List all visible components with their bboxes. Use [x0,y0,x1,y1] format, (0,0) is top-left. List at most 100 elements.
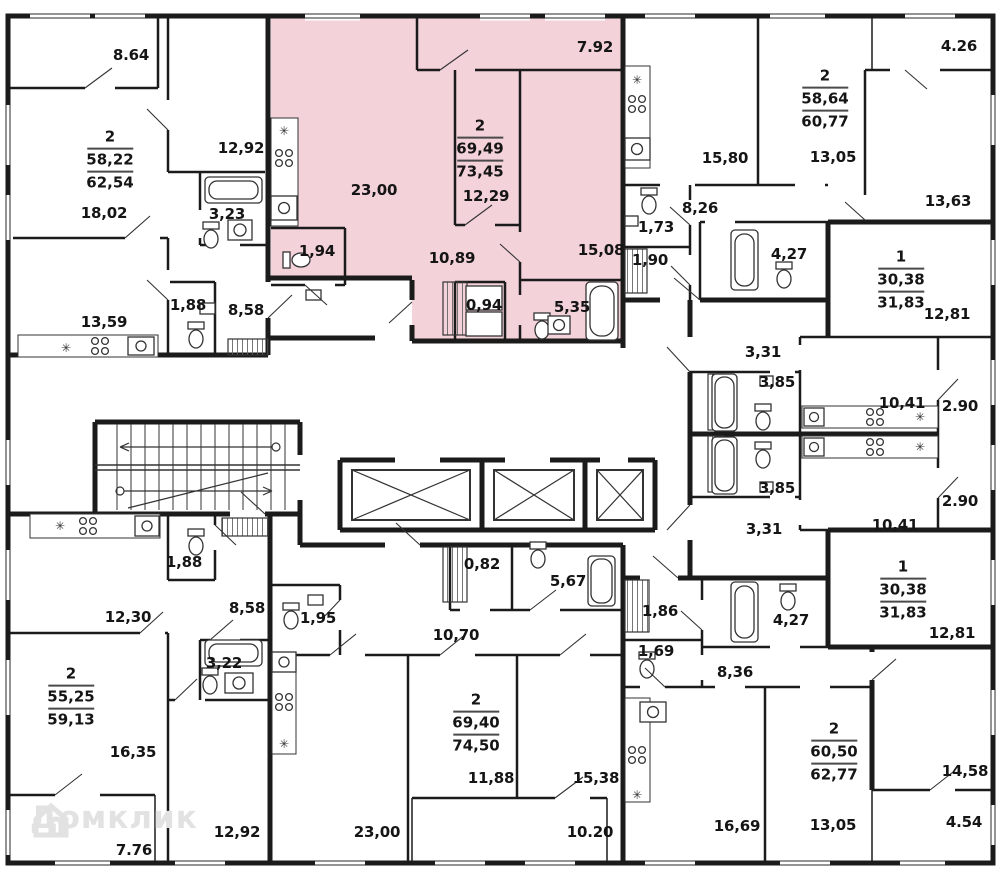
room-area-label: 8,36 [716,663,754,681]
room-area-label: 12,92 [213,823,261,841]
room-area-label: 2.90 [941,492,979,510]
kitchen-sink-icon [127,137,825,723]
divider [456,136,503,139]
apartment-area-living: 60,77 [801,112,849,131]
apartment-area-living: 73,45 [456,162,504,181]
room-area-label: 1,90 [631,251,669,269]
apartment-area-living: 31,83 [879,603,927,622]
room-area-label: 10,70 [432,626,480,644]
divider [456,159,503,162]
room-area-label: 3,31 [745,520,783,538]
room-area-label: 12,81 [928,624,976,642]
apartment-area-total: 60,50 [810,742,858,761]
room-area-label: 16,69 [713,817,761,835]
room-area-label: 12,92 [217,139,265,157]
room-area-label: 3,85 [758,479,796,497]
sink-icon [199,215,774,606]
room-area-label: 23,00 [353,823,401,841]
room-area-label: 5,67 [549,572,587,590]
room-area-label: 0,82 [463,555,501,573]
divider [810,762,857,765]
apartment-area-total: 69,49 [456,139,504,158]
room-area-label: 1,88 [169,296,207,314]
room-area-label: 13,59 [80,313,128,331]
divider [879,600,926,603]
apartment-area-living: 74,50 [452,736,500,755]
apartment-rooms-count: 1 [897,557,909,576]
room-area-label: 14,58 [941,762,989,780]
divider [801,109,848,112]
room-area-label: 13,05 [809,148,857,166]
divider [86,147,133,150]
room-area-label: 10,89 [428,249,476,267]
stove-icon [78,94,885,765]
room-area-label: 7.76 [115,841,153,859]
divider [47,684,94,687]
apartment-card[interactable]: 2 58,64 60,77 [801,66,849,131]
divider [810,739,857,742]
room-area-label: 1,69 [637,642,675,660]
svg-text:✳: ✳ [915,410,925,424]
svg-text:✳: ✳ [279,737,289,751]
room-area-label: 18,02 [80,204,128,222]
svg-text:✳: ✳ [55,519,65,533]
room-area-label: 15,38 [572,769,620,787]
apartment-rooms-count: 1 [895,247,907,266]
room-area-label: 1,88 [165,553,203,571]
room-area-label: 4.26 [940,37,978,55]
door-leaves [54,49,959,799]
room-area-label: 12,81 [923,305,971,323]
room-area-label: 11,88 [467,769,515,787]
apartment-rooms-count: 2 [104,127,116,146]
apartment-area-total: 58,64 [801,89,849,108]
washing-machine-icon [224,219,571,694]
room-area-label: 8,58 [227,301,265,319]
room-area-label: 10,41 [871,516,919,534]
svg-text:✳: ✳ [632,73,642,87]
staircase-icon [95,424,300,510]
fixtures: ✳✳✳ ✳✳✳ ✳✳ [17,65,939,803]
apartment-area-total: 30,38 [879,580,927,599]
room-area-label: 1,95 [299,609,337,627]
apartment-area-total: 55,25 [47,687,95,706]
apartment-area-total: 30,38 [877,270,925,289]
room-area-label: 8,26 [681,199,719,217]
svg-text:✳: ✳ [279,124,289,138]
room-area-label: 16,35 [109,743,157,761]
wardrobe-icon [465,285,503,337]
room-area-label: 8.64 [112,46,150,64]
room-area-label: 7.92 [576,38,614,56]
fridge-icon: ✳✳✳ ✳✳✳ ✳✳ [55,73,925,802]
apartment-area-living: 62,77 [810,765,858,784]
room-area-label: 12,30 [104,608,152,626]
room-area-label: 3,85 [758,373,796,391]
divider [877,290,924,293]
divider [801,86,848,89]
room-area-label: 4.54 [945,813,983,831]
room-area-label: 13,63 [924,192,972,210]
apartment-area-living: 59,13 [47,710,95,729]
apartment-card[interactable]: 1 30,38 31,83 [879,557,927,622]
svg-text:✳: ✳ [61,341,71,355]
divider [877,267,924,270]
room-area-label: 23,00 [350,181,398,199]
windows [4,11,998,868]
room-area-label: 2.90 [941,397,979,415]
room-area-label: 10,41 [878,394,926,412]
divider [452,733,499,736]
apartment-area-total: 69,40 [452,713,500,732]
balcony-walls [154,16,873,863]
room-area-label: 13,05 [809,816,857,834]
room-area-label: 15,08 [577,241,625,259]
apartment-rooms-count: 2 [819,66,831,85]
divider [879,577,926,580]
